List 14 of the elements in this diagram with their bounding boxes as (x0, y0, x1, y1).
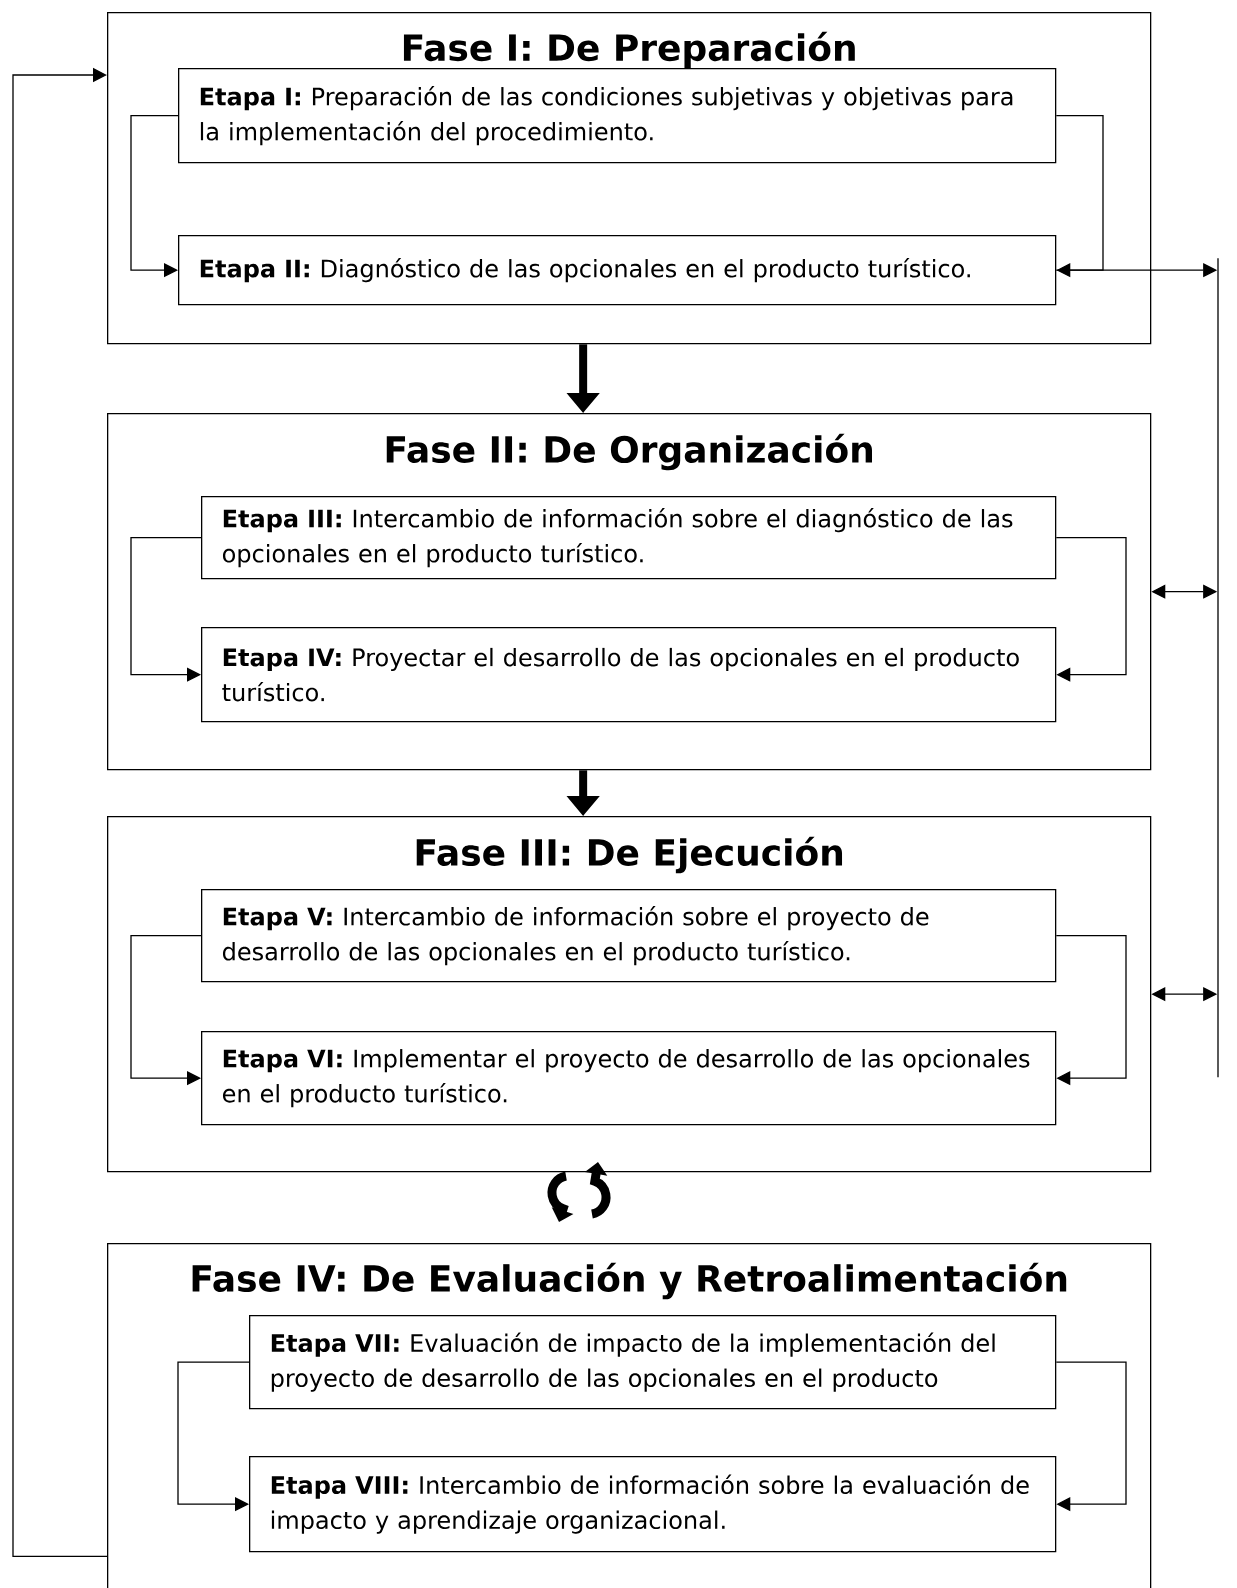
arrow (1055, 537, 1127, 682)
stage-box: Etapa II: Diagnóstico de las opcionales en el producto turístico. (178, 235, 1057, 306)
arrow (1055, 1361, 1127, 1512)
stage-box: Etapa VIII: Intercambio de información sobre la evaluación de impacto y aprendizaje organizacional. (249, 1456, 1057, 1553)
arrow (1055, 935, 1127, 1086)
stage-box: Etapa VI: Implementar el proyecto de desarrollo de las opcionales en el producto turístico. (201, 1031, 1057, 1126)
stage-box: Etapa III: Intercambio de información sobre el diagnóstico de las opcionales en el producto turístico. (201, 496, 1057, 580)
arrow (1055, 115, 1104, 278)
stage-box: Etapa I: Preparación de las condiciones subjetivas y objetivas para la implementación del procedimiento. (178, 68, 1057, 164)
arrow (12, 67, 108, 1557)
stage-box: Etapa VII: Evaluación de impacto de la implementación del proyecto de desarrollo de las opcionales en el producto (249, 1315, 1057, 1410)
arrow (130, 537, 202, 682)
stage-box: Etapa IV: Proyectar el desarrollo de las opcionales en el producto turístico. (201, 627, 1057, 723)
stage-box: Etapa V: Intercambio de información sobre el proyecto de desarrollo de las opcionales en el producto turístico. (201, 889, 1057, 983)
